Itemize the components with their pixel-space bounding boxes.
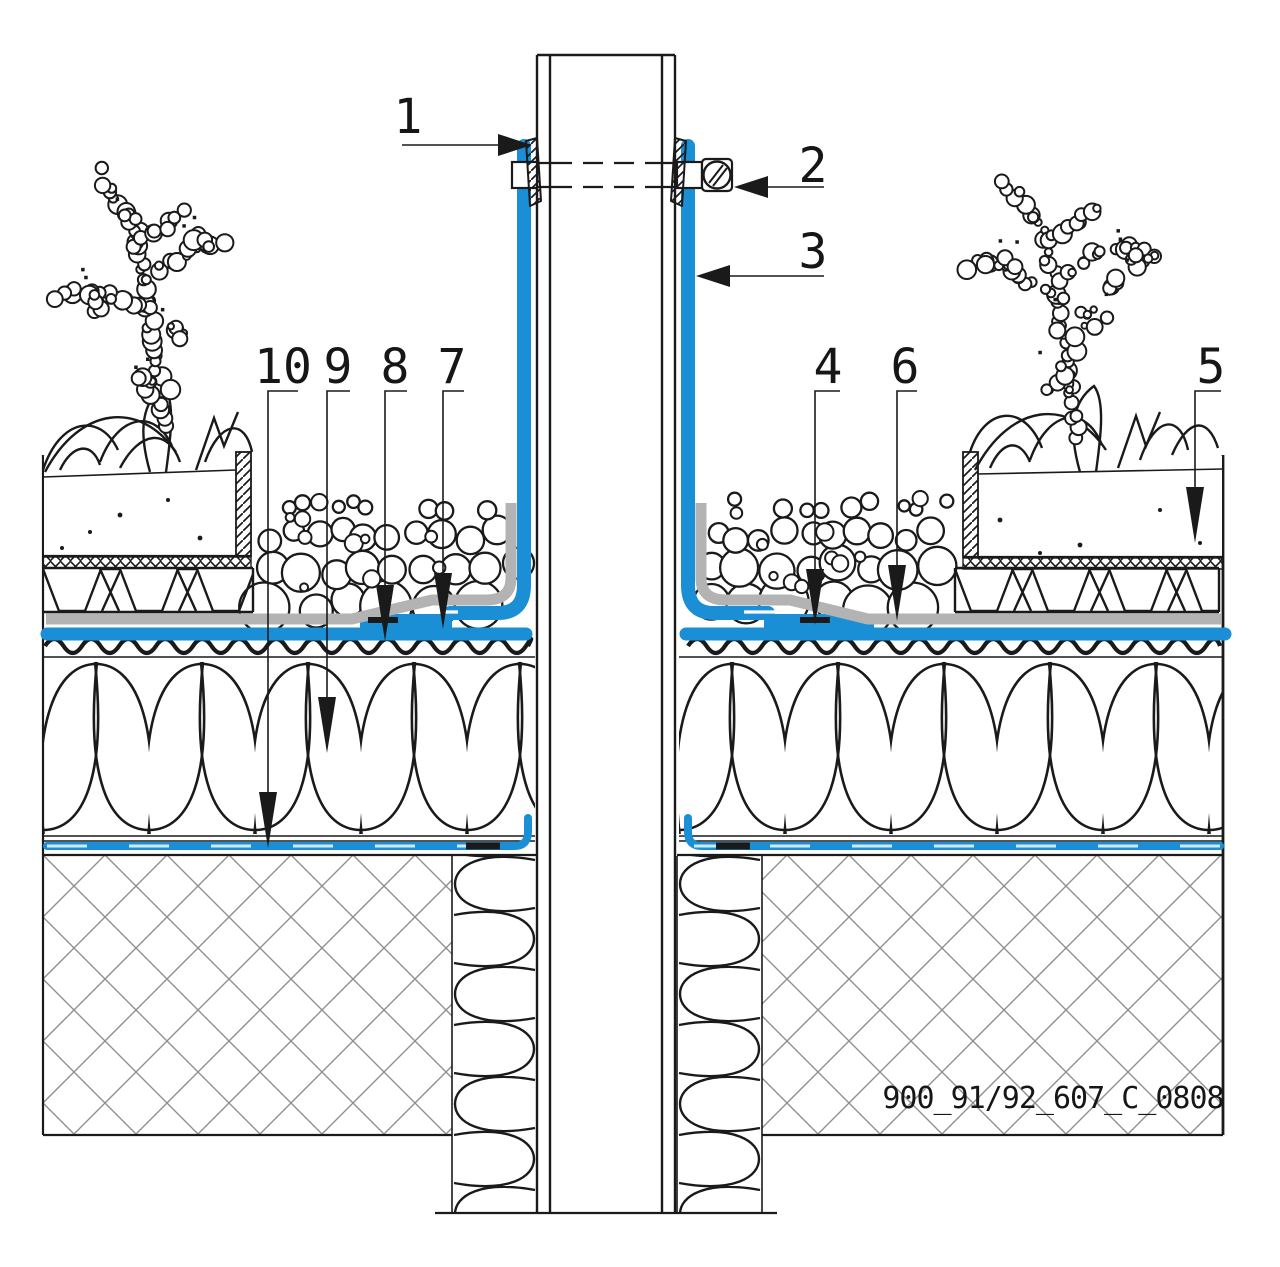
- vapour-barrier: [43, 814, 1224, 850]
- arrow-down-icon: [376, 585, 394, 641]
- callout-label-3: 3: [799, 224, 828, 280]
- concrete-deck: [43, 853, 1223, 1137]
- callout-label-1: 1: [394, 89, 423, 145]
- callout-label-8: 8: [381, 339, 410, 395]
- arrow-down-icon: [318, 697, 336, 753]
- arrow-down-icon: [434, 573, 452, 629]
- protection-fleece-right: [686, 636, 1222, 656]
- planter-right: [962, 451, 1224, 570]
- callout-label-9: 9: [324, 339, 353, 395]
- drainage-board: [43, 566, 1221, 614]
- callout-label-5: 5: [1197, 339, 1226, 395]
- soil-dots: [60, 498, 203, 550]
- callout-label-10: 10: [254, 339, 312, 395]
- drawing-reference-code: 900_91/92_607_C_0808: [882, 1081, 1223, 1116]
- plants-right-berries: [956, 173, 1163, 446]
- callout-label-4: 4: [814, 339, 843, 395]
- roof-insulation-layer: [43, 656, 1222, 842]
- callout-label-2: 2: [799, 138, 828, 194]
- callout-label-7: 7: [438, 339, 467, 395]
- protection-layer-gray: [46, 503, 1221, 625]
- plants-right-leaves: [968, 384, 1220, 473]
- plants-left-leaves: [41, 384, 254, 473]
- arrow-down-icon: [888, 565, 906, 621]
- waterproofing-membrane: [40, 139, 1232, 641]
- arrow-left-icon: [696, 265, 730, 287]
- clamp: [510, 137, 734, 207]
- arrow-right-icon: [498, 134, 532, 156]
- planter-left: [42, 451, 252, 569]
- arrow-down-icon: [1186, 487, 1204, 543]
- clamp-wedge-right: [670, 137, 687, 207]
- callout-label-6: 6: [891, 339, 920, 395]
- arrow-down-icon: [806, 569, 824, 625]
- plants-left-berries: [45, 160, 235, 434]
- gravel-right: [692, 490, 958, 637]
- clamp-wedge-left: [525, 137, 542, 207]
- clamp-screw-icon: [702, 160, 732, 190]
- pipe: [535, 53, 677, 1213]
- callouts: 1 2 3 10 9 8 7 4 6 5: [254, 89, 1225, 848]
- arrow-left-icon: [734, 176, 768, 198]
- pipe-insulation-strips: [451, 856, 763, 1213]
- arrow-down-icon: [259, 792, 277, 848]
- protection-fleece-left: [43, 636, 534, 656]
